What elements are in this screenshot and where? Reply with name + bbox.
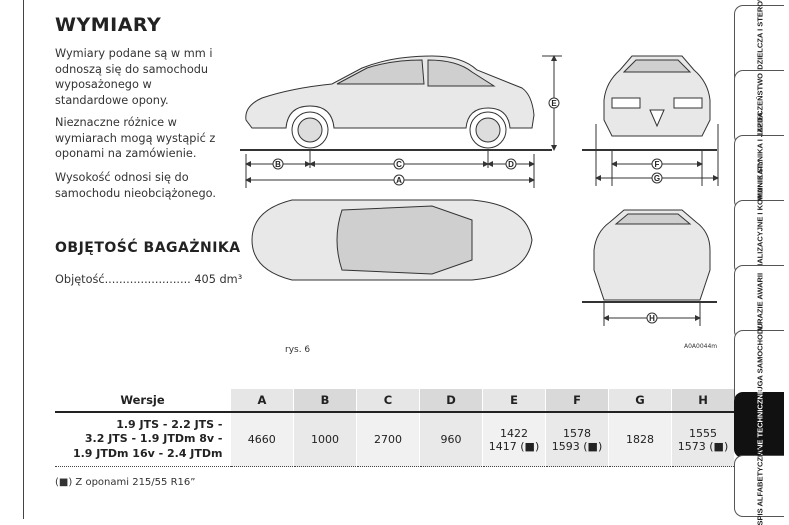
tab-index[interactable]: SPIS ALFABETYCZNY: [734, 447, 784, 525]
tab-technical-data[interactable]: DANE TECHNICZNE: [734, 389, 784, 461]
value-b: 1000: [293, 411, 357, 467]
tab-warning-lights[interactable]: LAMPKI SYGNALIZACYJNE I KOMUNIKATY: [734, 160, 784, 315]
tab-safety[interactable]: BEZPIECZEŃSTWO: [734, 70, 784, 145]
versions-cell: 1.9 JTS - 2.2 JTS - 3.2 JTS - 1.9 JTDm 8…: [55, 411, 231, 467]
header-h: H: [671, 389, 735, 412]
footnote: (■) Z oponami 215/55 R16”: [55, 477, 196, 488]
value-g: 1828: [608, 411, 672, 467]
front-view-car: [603, 55, 711, 137]
tab-emergency[interactable]: W RAZIE AWARII: [734, 265, 784, 340]
dim-label-d: D: [508, 160, 514, 169]
value-f-cell: 1578 1593 (■): [545, 411, 609, 467]
value-e: 1422: [500, 426, 528, 440]
table-row: 1.9 JTS - 2.2 JTS - 3.2 JTS - 1.9 JTDm 8…: [55, 411, 735, 467]
header-b: B: [293, 389, 357, 412]
header-e: E: [482, 389, 546, 412]
value-c: 2700: [356, 411, 420, 467]
value-e-cell: 1422 1417 (■): [482, 411, 546, 467]
table-header-row: Wersje A B C D E F G H: [55, 389, 735, 412]
value-f: 1578: [563, 426, 591, 440]
page-margin-line: [23, 0, 24, 519]
figure-code: A0A0044m: [684, 343, 718, 350]
dim-label-b: B: [275, 160, 281, 169]
top-view-car: [251, 199, 533, 281]
header-versions: Wersje: [55, 389, 231, 412]
header-f: F: [545, 389, 609, 412]
intro-paragraph-2: Nieznaczne różnice w wymiarach mogą wyst…: [55, 116, 216, 160]
header-d: D: [419, 389, 483, 412]
intro-paragraph-1: Wymiary podane są w mm i odnoszą się do …: [55, 47, 213, 107]
dim-label-a: A: [396, 176, 402, 185]
header-a: A: [230, 389, 294, 412]
chapter-tabs: DESKA ROZDZIELCZA I STEROWANIE BEZPIECZE…: [734, 0, 789, 525]
intro-paragraph-3: Wysokość odnosi się do samochodu nieobci…: [55, 171, 216, 200]
value-h: 1555: [689, 426, 717, 440]
dimensions-table: Wersje A B C D E F G H 1.9 JTS - 2.2 JTS…: [55, 389, 735, 467]
page-title: WYMIARY: [55, 14, 162, 36]
boot-volume-heading: OBJĘTOŚĆ BAGAŻNIKA: [55, 240, 241, 256]
rear-view-car: [593, 209, 711, 301]
tab-label: SPIS ALFABETYCZNY: [755, 446, 764, 525]
dim-label-f: F: [655, 160, 660, 169]
vehicle-dimension-drawing: B C D A E F G H: [240, 55, 719, 326]
header-g: G: [608, 389, 672, 412]
figure-caption: rys. 6: [285, 345, 311, 355]
value-d: 960: [419, 411, 483, 467]
boot-volume-value: Objętość........................ 405 dm³: [55, 273, 243, 286]
value-h-cell: 1555 1573 (■): [671, 411, 735, 467]
value-h-alt: 1573 (■): [677, 439, 729, 453]
value-f-alt: 1593 (■): [551, 439, 603, 453]
header-c: C: [356, 389, 420, 412]
dim-label-h: H: [649, 314, 655, 323]
dim-label-c: C: [396, 160, 402, 169]
value-a: 4660: [230, 411, 294, 467]
side-view-car: [245, 55, 535, 149]
tab-starting-driving[interactable]: URUCHAMIANIE SILNIKA I JAZDA: [734, 112, 784, 233]
versions-line-2: 3.2 JTS - 1.9 JTDm 8v -: [84, 432, 223, 446]
value-e-alt: 1417 (■): [488, 439, 540, 453]
versions-line-1: 1.9 JTS - 2.2 JTS -: [116, 417, 223, 431]
dim-label-g: G: [654, 174, 660, 183]
versions-line-3: 1.9 JTDm 16v - 2.4 JTDm: [72, 446, 223, 460]
dim-label-e: E: [551, 99, 557, 108]
